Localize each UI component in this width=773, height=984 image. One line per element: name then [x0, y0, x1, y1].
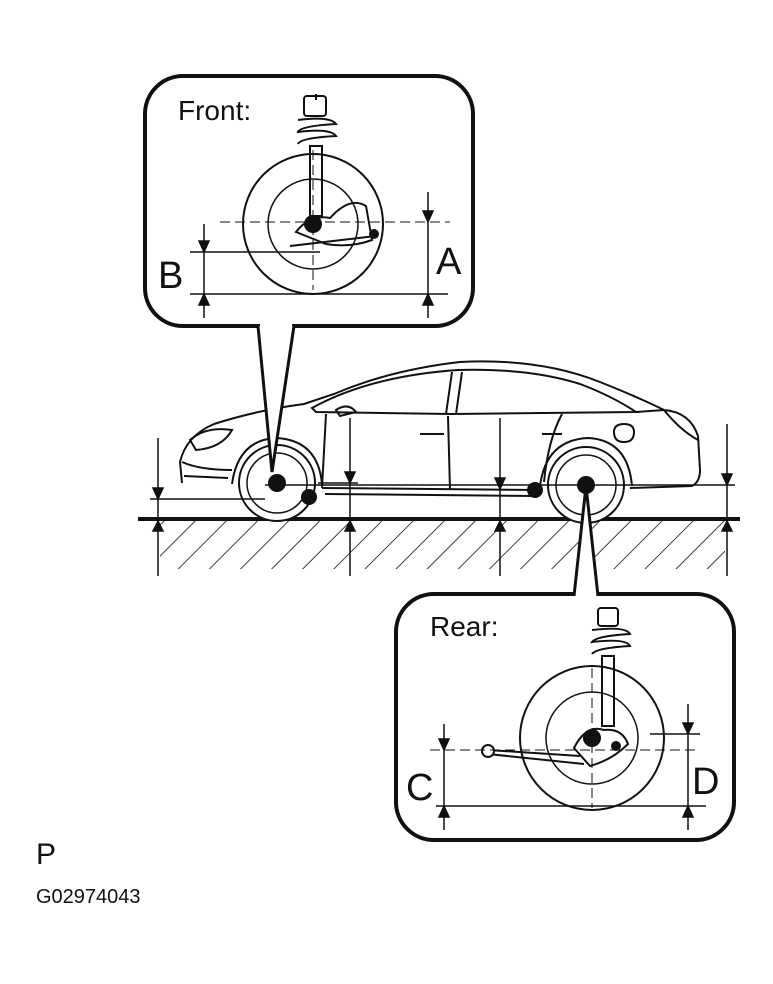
- dimension-label-d: D: [692, 761, 719, 803]
- rear-callout: Rear: C D: [394, 485, 736, 842]
- p-symbol: P: [36, 838, 57, 871]
- dimension-label-c: C: [406, 767, 433, 809]
- dimension-label-a: A: [436, 241, 462, 283]
- front-callout: Front: A B: [143, 74, 475, 473]
- figure-code: G02974043: [36, 886, 141, 908]
- ground: [138, 517, 740, 569]
- dimension-label-b: B: [158, 255, 183, 297]
- front-wheel: [238, 444, 317, 522]
- front-callout-title: Front:: [178, 95, 251, 126]
- main-dimension-arrows: [150, 418, 734, 576]
- car-body: [178, 360, 702, 497]
- rear-callout-title: Rear:: [430, 611, 498, 642]
